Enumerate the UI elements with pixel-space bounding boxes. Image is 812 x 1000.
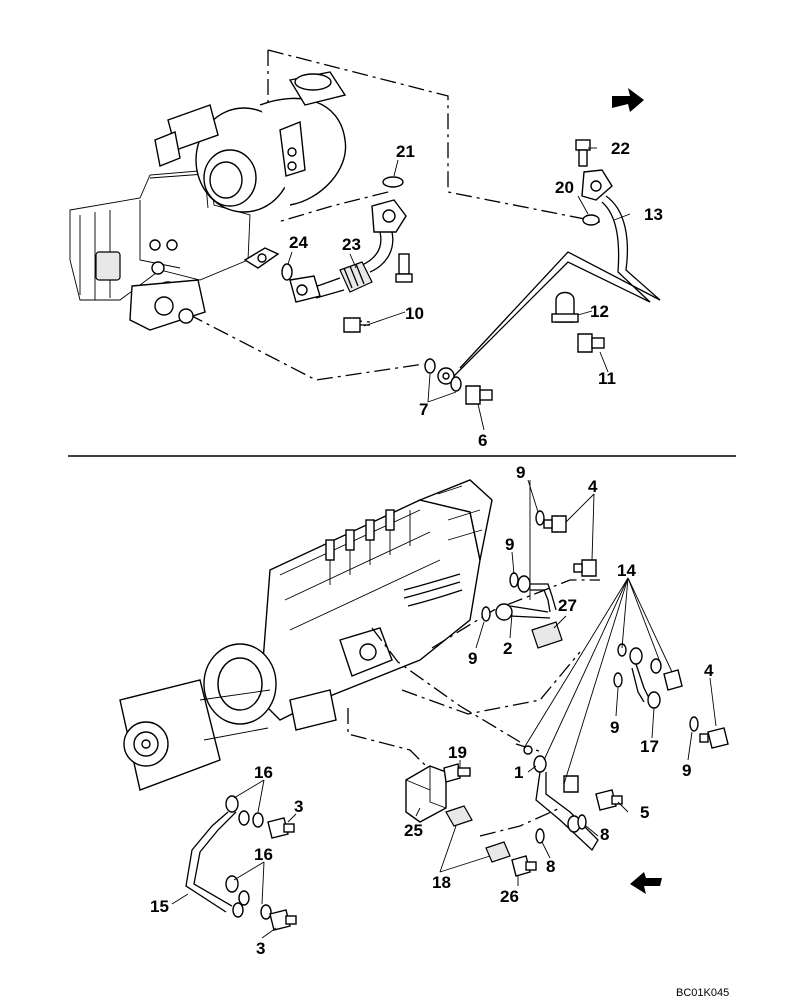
callout-9-b: 9 xyxy=(505,535,514,554)
callout-13: 13 xyxy=(644,205,663,224)
part-23-oil-pipe xyxy=(289,199,407,303)
part-13-oil-return-pipe xyxy=(437,169,661,385)
lower-leader-lines xyxy=(171,479,717,939)
part-10-bolt xyxy=(343,253,413,333)
callout-2: 2 xyxy=(503,639,512,658)
callout-22: 22 xyxy=(611,139,630,158)
part-5-bolt xyxy=(595,789,623,811)
callout-19: 19 xyxy=(448,743,467,762)
part-4-bolt-b xyxy=(573,559,597,577)
part-27-sleeve xyxy=(531,621,563,649)
part-9-washer-a xyxy=(535,510,545,526)
callout-26: 26 xyxy=(500,887,519,906)
callout-23: 23 xyxy=(342,235,361,254)
part-24-oring xyxy=(281,263,293,281)
callout-8-b: 8 xyxy=(546,857,555,876)
callout-6: 6 xyxy=(478,431,487,450)
part-12-clamp xyxy=(551,291,579,323)
callout-7: 7 xyxy=(419,400,428,419)
callout-9-d: 9 xyxy=(610,718,619,737)
lower-connection-lines xyxy=(347,579,600,837)
engine-block xyxy=(69,169,251,331)
callout-11: 11 xyxy=(598,369,616,388)
direction-arrow-lower xyxy=(630,872,662,894)
injection-pump xyxy=(119,479,493,791)
part-9-washer-c xyxy=(689,716,699,732)
part-18-clamp-b xyxy=(485,841,511,863)
part-9-washer-b xyxy=(509,572,519,588)
callout-15: 15 xyxy=(150,897,169,916)
part-15-pipe xyxy=(185,795,272,920)
callout-27: 27 xyxy=(558,596,577,615)
callout-3-a: 3 xyxy=(294,797,303,816)
callout-16-b: 16 xyxy=(254,845,273,864)
callout-10: 10 xyxy=(405,304,424,323)
part-6-bolt xyxy=(465,385,493,405)
part-2-pipe xyxy=(481,575,557,622)
direction-arrow-upper xyxy=(612,88,644,112)
part-26-bolt xyxy=(511,855,537,877)
callout-1: 1 xyxy=(514,763,523,782)
part-22-bolt xyxy=(575,139,591,167)
part-14-pipe xyxy=(613,643,683,709)
callout-18: 18 xyxy=(432,873,451,892)
callout-20: 20 xyxy=(555,178,574,197)
part-3-bolt-a xyxy=(267,817,295,839)
callout-4-a: 4 xyxy=(588,477,598,496)
lower-view: 9 4 9 14 27 9 2 4 9 17 9 19 1 16 3 5 25 … xyxy=(119,463,729,958)
callout-3-b: 3 xyxy=(256,939,265,958)
part-3-bolt-b xyxy=(269,909,297,931)
part-25-bracket xyxy=(405,765,447,823)
turbocharger xyxy=(154,71,347,213)
callout-9-c: 9 xyxy=(468,649,477,668)
part-24-gasket xyxy=(243,247,280,269)
callout-8-a: 8 xyxy=(600,825,609,844)
part-21-oring xyxy=(382,176,404,188)
callout-21: 21 xyxy=(396,142,415,161)
part-7-washers xyxy=(424,358,462,392)
drawing-code: BC01K045 xyxy=(676,987,729,999)
part-20-oring xyxy=(582,214,600,226)
upper-view: 21 22 20 13 24 23 12 10 11 7 6 xyxy=(69,49,663,450)
callout-17: 17 xyxy=(640,737,659,756)
part-19-bolt xyxy=(443,763,471,783)
callout-16-a: 16 xyxy=(254,763,273,782)
part-4-bolt-a xyxy=(543,515,567,533)
upper-callouts: 21 22 20 13 24 23 12 10 11 7 6 xyxy=(289,139,663,450)
part-8-washers xyxy=(535,814,587,844)
callout-24: 24 xyxy=(289,233,308,252)
callout-14: 14 xyxy=(617,561,636,580)
part-18-clamp-a xyxy=(445,805,473,827)
callout-5: 5 xyxy=(640,803,649,822)
part-1-pipe xyxy=(523,745,599,852)
lower-callouts: 9 4 9 14 27 9 2 4 9 17 9 19 1 16 3 5 25 … xyxy=(150,463,714,958)
callout-4-b: 4 xyxy=(704,661,714,680)
part-4-bolt-c xyxy=(699,727,729,749)
callout-9-e: 9 xyxy=(682,761,691,780)
part-11-bolt xyxy=(577,333,605,353)
callout-25: 25 xyxy=(404,821,423,840)
callout-12: 12 xyxy=(590,302,609,321)
upper-leader-lines xyxy=(287,147,631,431)
callout-9-a: 9 xyxy=(516,463,525,482)
